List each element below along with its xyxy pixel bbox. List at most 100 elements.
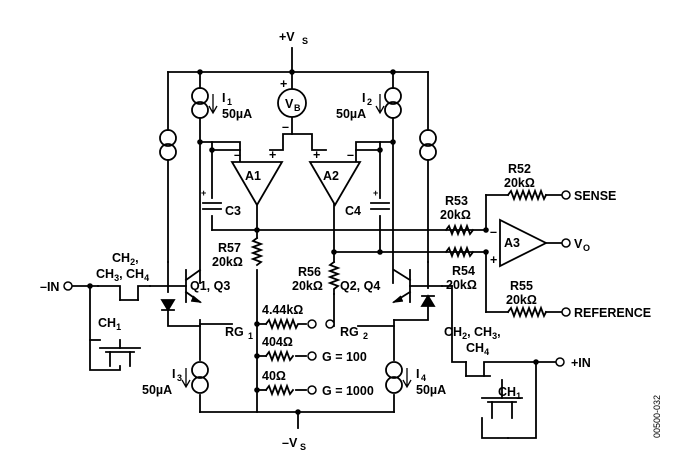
pos-in-terminal[interactable] bbox=[555, 357, 565, 367]
gain-4-44k-value: 4.44kΩ bbox=[262, 303, 303, 317]
c3-label: C3 bbox=[225, 204, 241, 218]
current-source-i3 bbox=[181, 361, 209, 394]
g100-terminal[interactable] bbox=[307, 351, 317, 361]
i2-sub: 2 bbox=[367, 97, 372, 107]
ch1-right-label: CH1 bbox=[498, 385, 521, 401]
current-source-left-outer bbox=[159, 129, 177, 161]
vb-plus: + bbox=[280, 77, 287, 91]
diode-left bbox=[160, 299, 176, 312]
neg-supply-label: –V bbox=[282, 436, 298, 450]
i1-value: 50µA bbox=[222, 107, 252, 121]
r57-name: R57 bbox=[218, 241, 241, 255]
r56-name: R56 bbox=[298, 265, 321, 279]
r54-value: 20kΩ bbox=[446, 278, 477, 292]
g100-label: G = 100 bbox=[322, 350, 367, 364]
resistor-r57: R57 20kΩ bbox=[212, 236, 264, 269]
r53-value: 20kΩ bbox=[440, 208, 471, 222]
diode-right bbox=[420, 294, 436, 307]
neg-in-label: –IN bbox=[40, 280, 59, 294]
a2-minus: – bbox=[347, 148, 354, 162]
capacitor-c4: + C4 bbox=[345, 188, 390, 218]
labels: +V S –V S I 1 50µA I 2 50µA I 3 50µA I 4… bbox=[40, 30, 662, 452]
sense-label: SENSE bbox=[574, 189, 616, 203]
q1-q3-label: Q1, Q3 bbox=[190, 279, 230, 293]
gain-404-value: 404Ω bbox=[262, 335, 293, 349]
i2-label: I bbox=[362, 91, 365, 105]
i1-label: I bbox=[222, 91, 225, 105]
pos-supply-sub: S bbox=[302, 36, 308, 46]
vo-label: V bbox=[574, 237, 583, 251]
fet-ch1-right bbox=[465, 375, 523, 419]
rg-terminal-1[interactable] bbox=[307, 319, 317, 329]
current-source-i1 bbox=[191, 87, 218, 119]
terminals bbox=[63, 190, 571, 395]
g1000-terminal[interactable] bbox=[307, 385, 317, 395]
c4-label: C4 bbox=[345, 204, 361, 218]
current-source-i2 bbox=[375, 87, 402, 119]
a2-plus: + bbox=[313, 148, 320, 162]
r57-value: 20kΩ bbox=[212, 255, 243, 269]
a2-label: A2 bbox=[323, 169, 339, 183]
r52-value: 20kΩ bbox=[504, 176, 535, 190]
rg2-sub: 2 bbox=[363, 331, 368, 341]
rg2-label: RG bbox=[340, 325, 359, 339]
i4-sub: 4 bbox=[421, 373, 426, 383]
c4-plus: + bbox=[373, 188, 378, 198]
gain-40-value: 40Ω bbox=[262, 369, 286, 383]
reference-terminal[interactable] bbox=[561, 307, 571, 317]
rg-terminal-2[interactable] bbox=[325, 319, 335, 329]
a3-label: A3 bbox=[504, 236, 520, 250]
r54-name: R54 bbox=[452, 264, 475, 278]
vo-sub: O bbox=[583, 243, 590, 253]
transistor-q2-q4: Q2, Q4 bbox=[340, 268, 412, 304]
transistor-q1-q3: Q1, Q3 bbox=[184, 268, 230, 304]
voltage-source-vb: V B + – bbox=[277, 77, 307, 134]
pos-supply-label: +V bbox=[279, 30, 295, 44]
fet-ch1-left bbox=[99, 299, 141, 367]
resistor-gain-4-44k: 4.44kΩ bbox=[262, 303, 307, 331]
r56-value: 20kΩ bbox=[292, 279, 323, 293]
neg-in-terminal[interactable] bbox=[63, 281, 73, 291]
opamp-a1: A1 – + bbox=[230, 148, 284, 207]
a1-label: A1 bbox=[245, 169, 261, 183]
i1-sub: 1 bbox=[227, 97, 232, 107]
resistor-gain-40: 40Ω bbox=[262, 369, 295, 397]
opamp-a3: A3 – + bbox=[490, 218, 549, 268]
ch-right-line2: CH4 bbox=[466, 341, 489, 357]
pos-in-label: +IN bbox=[571, 356, 591, 370]
resistor-r52: R52 20kΩ bbox=[504, 162, 548, 202]
ch-left-line1: CH2, bbox=[112, 251, 139, 267]
q2-q4-label: Q2, Q4 bbox=[340, 279, 380, 293]
wiring bbox=[71, 47, 563, 439]
figure-id: 00500-032 bbox=[652, 395, 662, 438]
ch1-left-label: CH1 bbox=[98, 316, 121, 332]
i3-value: 50µA bbox=[142, 383, 172, 397]
vo-terminal[interactable] bbox=[561, 238, 571, 248]
resistor-gain-404: 404Ω bbox=[262, 335, 295, 363]
vb-label: V bbox=[285, 97, 294, 111]
c3-plus: + bbox=[201, 188, 206, 198]
resistor-r54: R54 20kΩ bbox=[444, 245, 477, 292]
r55-name: R55 bbox=[510, 279, 533, 293]
ch-left-line2: CH3, CH4 bbox=[96, 267, 149, 283]
reference-label: REFERENCE bbox=[574, 306, 651, 320]
i4-label: I bbox=[416, 367, 419, 381]
a1-plus: + bbox=[269, 148, 276, 162]
a1-minus: – bbox=[234, 148, 241, 162]
resistor-r56: R56 20kΩ bbox=[292, 260, 341, 295]
current-source-i4 bbox=[385, 361, 412, 394]
r53-name: R53 bbox=[445, 194, 468, 208]
i3-sub: 3 bbox=[177, 373, 182, 383]
junction-dots bbox=[87, 69, 539, 415]
sense-terminal[interactable] bbox=[561, 190, 571, 200]
resistor-r55: R55 20kΩ bbox=[506, 279, 548, 319]
vb-label-sub: B bbox=[294, 103, 301, 113]
r55-value: 20kΩ bbox=[506, 293, 537, 307]
r52-name: R52 bbox=[508, 162, 531, 176]
a3-minus: – bbox=[490, 225, 497, 239]
ch-right-line1: CH2, CH3, bbox=[444, 325, 501, 341]
current-source-right-outer bbox=[419, 129, 437, 161]
resistor-r53: R53 20kΩ bbox=[440, 194, 475, 237]
capacitor-c3: + C3 bbox=[201, 188, 241, 218]
neg-supply-sub: S bbox=[300, 442, 306, 452]
